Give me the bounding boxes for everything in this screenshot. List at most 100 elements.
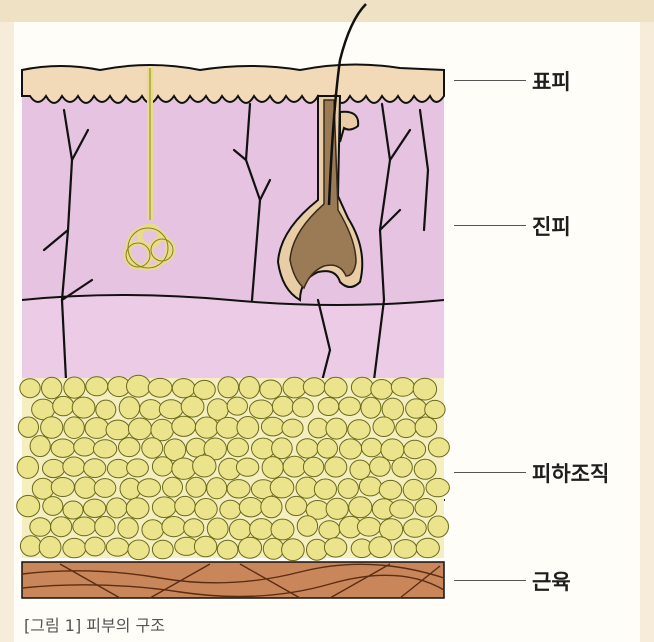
fat-cell (53, 396, 74, 415)
fat-cell (220, 500, 241, 519)
fat-cell (326, 498, 348, 519)
fat-cell (303, 378, 325, 396)
fat-cell (30, 436, 50, 457)
fat-cell (237, 417, 259, 439)
fat-cell (126, 375, 150, 397)
figure-caption: [그림 1] 피부의 구조 (24, 612, 165, 636)
fat-cell (350, 460, 370, 479)
fat-cell (325, 457, 347, 477)
fat-cell (404, 440, 426, 458)
fat-cell (83, 499, 105, 517)
fat-cell (195, 499, 217, 520)
fat-cell (51, 517, 72, 537)
fat-cell (271, 519, 294, 540)
fat-cell (425, 400, 445, 418)
fat-cell (152, 497, 176, 518)
fat-cell (20, 379, 40, 398)
fat-cell (396, 419, 416, 438)
fat-cell (84, 459, 106, 478)
fat-cell (163, 477, 183, 497)
fat-cell (172, 458, 196, 479)
fat-cell (392, 458, 412, 478)
fat-cell (324, 538, 346, 557)
muscle-label: 근육 (532, 566, 571, 596)
fat-cell (181, 396, 204, 417)
fat-cell (42, 377, 62, 399)
subcutaneous-leader (454, 472, 526, 473)
fat-cell (250, 519, 274, 540)
fat-cell (72, 397, 95, 418)
fat-cell (338, 479, 358, 499)
fat-cell (229, 519, 250, 540)
fat-cell (32, 478, 53, 499)
fat-cell (172, 416, 196, 436)
fat-cell (428, 438, 449, 457)
fat-cell (128, 418, 151, 440)
fat-cell (51, 478, 74, 497)
fat-cell (193, 455, 216, 477)
fat-cell (282, 419, 303, 437)
muscle-layer (22, 562, 444, 598)
fat-cell (297, 439, 318, 458)
fat-cell (175, 496, 196, 515)
fat-cell (96, 400, 116, 419)
fat-cell (75, 477, 97, 498)
fat-cell (326, 418, 347, 439)
fat-cell (119, 397, 139, 419)
fat-cell (403, 479, 424, 500)
fat-cell (283, 456, 306, 477)
fat-cell (216, 417, 240, 438)
fat-cell (41, 417, 63, 439)
dermis-lower-band (22, 295, 444, 380)
fat-cell (195, 417, 218, 438)
fat-cell (227, 438, 248, 457)
fat-cells (17, 375, 450, 560)
fat-cell (371, 380, 393, 400)
fat-cell (64, 377, 85, 398)
fat-cell (349, 497, 372, 518)
fat-cell (415, 499, 437, 518)
fat-cell (314, 479, 336, 499)
fat-cell (142, 520, 164, 540)
fat-cell (357, 518, 380, 537)
fat-cell (390, 500, 414, 518)
fat-cell (93, 440, 116, 458)
fat-cell (292, 398, 313, 417)
fat-cell (20, 536, 41, 556)
fat-cell (159, 400, 183, 419)
fat-cell (239, 498, 262, 517)
fat-cell (106, 420, 130, 440)
fat-cell (263, 538, 283, 559)
fat-cell (51, 439, 75, 457)
fat-cell (218, 377, 239, 398)
fat-cell (217, 540, 238, 559)
fat-cell (162, 517, 186, 537)
fat-cell (184, 519, 204, 537)
fat-cell (272, 396, 293, 416)
fat-cell (319, 521, 340, 539)
fat-cell (74, 438, 96, 456)
fat-cell (404, 519, 427, 537)
dermis-leader (454, 225, 526, 226)
fat-cell (148, 378, 172, 397)
fat-cell (283, 377, 306, 398)
fat-cell (414, 459, 436, 479)
fat-cell (63, 501, 83, 519)
fat-cell (351, 377, 373, 397)
fat-cell (416, 538, 439, 558)
fat-cell (138, 479, 161, 497)
fat-cell (272, 438, 293, 459)
fat-cell (85, 418, 109, 439)
fat-cell (270, 477, 294, 498)
fat-cell (85, 537, 105, 556)
fat-cell (297, 516, 317, 537)
fat-cell (63, 538, 86, 557)
fat-cell (391, 378, 414, 397)
fat-cell (426, 478, 449, 496)
fat-cell (359, 477, 381, 496)
fat-cell (152, 540, 173, 559)
fat-cell (43, 459, 65, 477)
fat-cell (43, 497, 63, 516)
fat-cell (348, 420, 370, 440)
